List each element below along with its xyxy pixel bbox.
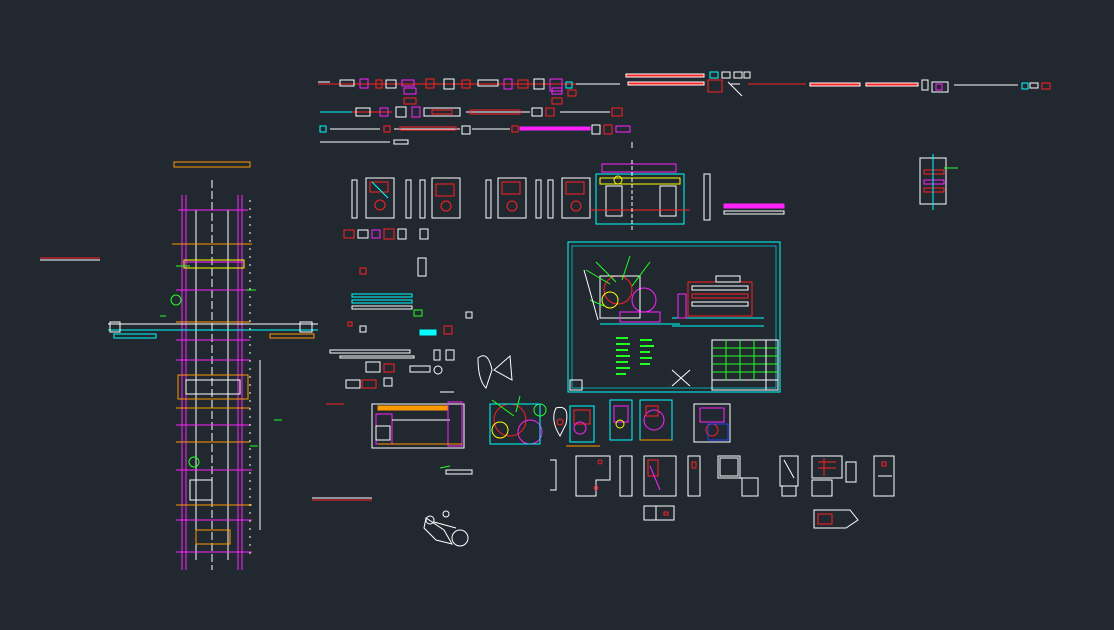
- assembly-drawing-sheet: [567, 241, 781, 393]
- machine-elevation-left: [40, 161, 318, 570]
- top-parts-row-2: [320, 87, 623, 118]
- top-parts-row-3: [319, 124, 633, 148]
- plate-parts-row: [550, 455, 895, 529]
- top-parts-row-1: [318, 71, 1051, 97]
- machine-side-views: [351, 154, 958, 230]
- detail-views-row: [371, 395, 731, 449]
- misc-small-parts: [329, 228, 513, 393]
- bottom-misc-parts: [312, 403, 473, 547]
